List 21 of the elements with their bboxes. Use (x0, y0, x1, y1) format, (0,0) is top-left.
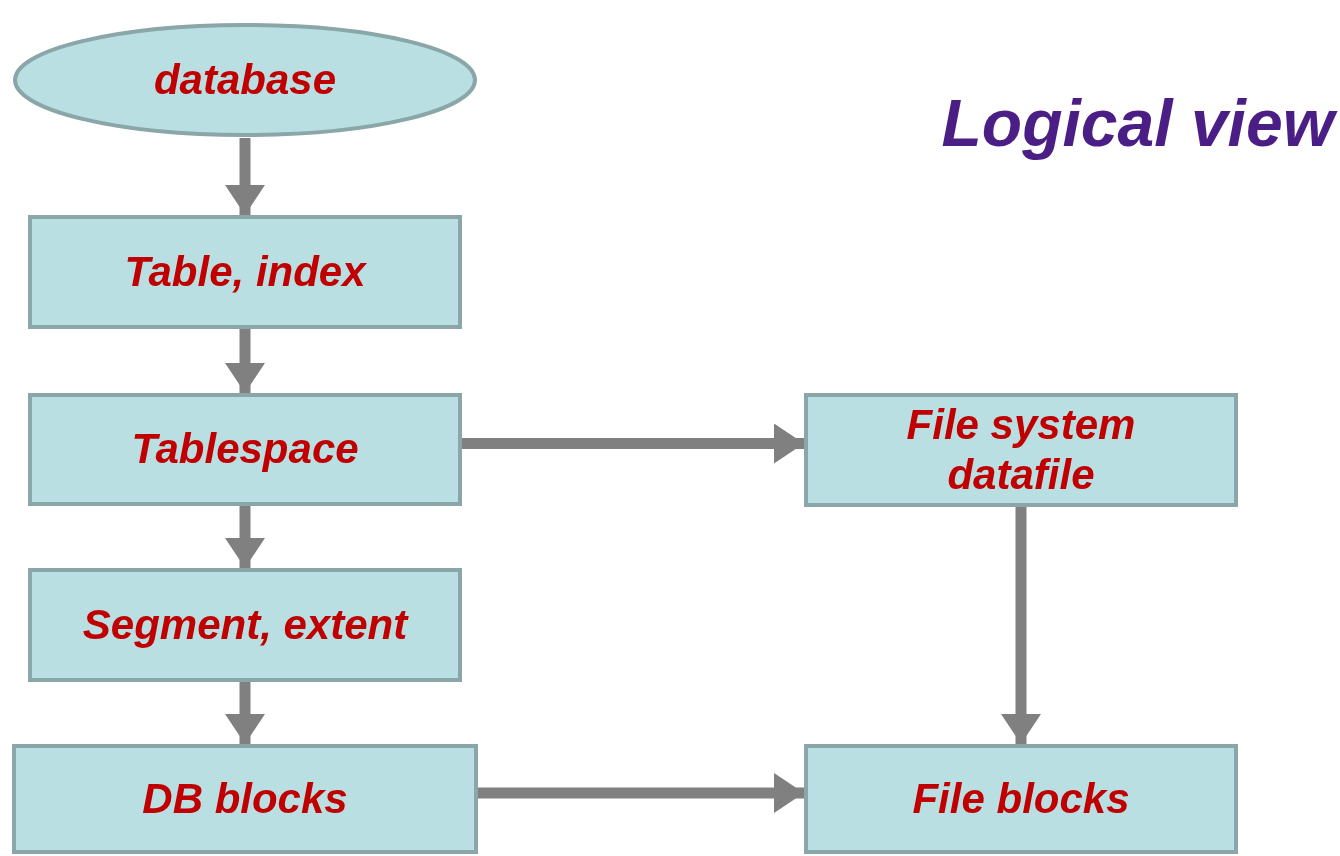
arrow (225, 329, 265, 393)
arrow (225, 138, 265, 215)
process-box (28, 393, 462, 506)
arrow (225, 682, 265, 744)
node-label: File blocks (912, 773, 1130, 824)
arrow (225, 506, 265, 568)
process-box (804, 393, 1238, 507)
node-label: Table, index (124, 246, 366, 297)
arrow (1001, 507, 1041, 744)
node-label: database (153, 54, 337, 105)
node-label: Tablespace (131, 424, 359, 475)
process-box (12, 744, 478, 854)
arrow (478, 773, 804, 813)
process-box (28, 568, 462, 682)
arrow (462, 423, 804, 464)
node-label: Segment, extent (82, 599, 408, 650)
ellipse-node (12, 22, 478, 138)
node-label: File system datafile (905, 399, 1137, 500)
node-label: DB blocks (142, 773, 348, 824)
process-box (804, 744, 1238, 854)
process-box (28, 215, 462, 329)
